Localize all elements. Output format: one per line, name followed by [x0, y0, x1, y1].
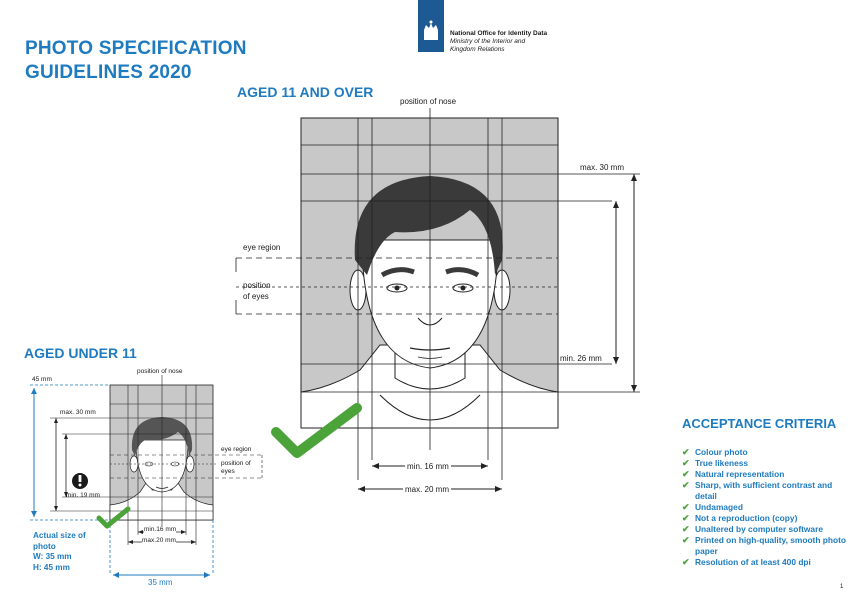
small-eye-region-label: eye region — [221, 446, 252, 453]
criteria-text: Natural representation — [695, 469, 785, 479]
actual-width: W: 35 mm — [33, 552, 72, 561]
small-nose-label: position of nose — [137, 368, 183, 375]
check-icon: ✔ — [682, 524, 690, 534]
heading-aged-under-11: AGED UNDER 11 — [24, 345, 137, 361]
list-item: ✔ Undamaged — [682, 502, 852, 513]
large-max30-label: max. 30 mm — [580, 163, 625, 172]
check-icon: ✔ — [682, 513, 690, 523]
actual-height: H: 45 mm — [33, 562, 70, 572]
check-icon: ✔ — [682, 480, 690, 490]
heading-aged-11-over: AGED 11 AND OVER — [237, 84, 374, 100]
page-title: PHOTO SPECIFICATION GUIDELINES 2020 — [25, 37, 247, 85]
check-icon: ✔ — [682, 447, 690, 457]
ministry-line1: Ministry of the Interior and — [450, 38, 526, 45]
criteria-text: Undamaged — [695, 502, 743, 512]
list-item: ✔ True likeness — [682, 458, 852, 469]
criteria-text: Colour photo — [695, 447, 748, 457]
list-item: ✔ Not a reproduction (copy) — [682, 513, 852, 524]
list-item: ✔ Sharp, with sufficient contrast and det… — [682, 480, 852, 502]
large-eyes-pos1: position — [243, 281, 271, 290]
check-icon: ✔ — [682, 469, 690, 479]
actual-line2: photo — [33, 541, 56, 551]
large-photo — [235, 108, 640, 492]
list-item: ✔ Printed on high-quality, smooth photo p… — [682, 535, 852, 557]
title-line2: GUIDELINES 2020 — [25, 62, 192, 83]
logo — [418, 0, 444, 52]
large-eye-region-label: eye region — [243, 243, 281, 252]
logo-text: National Office for Identity Data Minist… — [450, 30, 547, 54]
list-item: ✔ Resolution of at least 400 dpi — [682, 557, 852, 568]
large-eyes-pos2: of eyes — [243, 292, 269, 301]
crown-lion-icon — [424, 20, 438, 40]
check-icon: ✔ — [682, 535, 690, 545]
criteria-text: Printed on high-quality, smooth photo pa… — [695, 535, 847, 556]
check-icon: ✔ — [682, 458, 690, 468]
large-max20-label: max. 20 mm — [403, 485, 452, 494]
large-min16-label: min. 16 mm — [405, 462, 451, 471]
small-max30-label: max. 30 mm — [60, 409, 96, 416]
small-w35-label: 35 mm — [148, 578, 173, 587]
page-number: 1 — [840, 584, 844, 590]
criteria-text: Resolution of at least 400 dpi — [695, 557, 811, 567]
large-check-icon — [271, 403, 362, 458]
criteria-text: True likeness — [695, 458, 749, 468]
large-nose-label: position of nose — [400, 97, 457, 106]
check-icon: ✔ — [682, 502, 690, 512]
actual-line1: Actual size of — [33, 531, 86, 540]
small-eyes-pos1: position of — [221, 460, 251, 467]
small-eyes-pos2: eyes — [221, 468, 235, 475]
criteria-list: ✔ Colour photo ✔ True likeness ✔ Natural re… — [682, 447, 852, 568]
ministry-line2: Kingdom Relations — [450, 46, 505, 53]
small-max20-label: max.20 mm — [142, 537, 176, 544]
small-photo — [30, 375, 263, 578]
actual-size-text: Actual size of photo W: 35 mm H: 45 mm — [33, 531, 86, 573]
criteria-text: Not a reproduction (copy) — [695, 513, 798, 523]
warning-icon — [72, 473, 88, 489]
check-icon: ✔ — [682, 557, 690, 567]
list-item: ✔ Unaltered by computer software — [682, 524, 852, 535]
list-item: ✔ Natural representation — [682, 469, 852, 480]
small-min16-label: min.16 mm — [144, 526, 177, 533]
org-name: National Office for Identity Data — [450, 30, 548, 37]
large-min26-label: min. 26 mm — [560, 354, 602, 363]
criteria-title: ACCEPTANCE CRITERIA — [682, 416, 837, 431]
criteria-text: Unaltered by computer software — [695, 524, 823, 534]
list-item: ✔ Colour photo — [682, 447, 852, 458]
title-line1: PHOTO SPECIFICATION — [25, 38, 247, 59]
small-min19-label: min. 19 mm — [66, 492, 100, 499]
criteria-text: Sharp, with sufficient contrast and deta… — [695, 480, 833, 501]
small-h45-label: 45 mm — [32, 376, 52, 383]
small-check-icon — [96, 506, 131, 529]
